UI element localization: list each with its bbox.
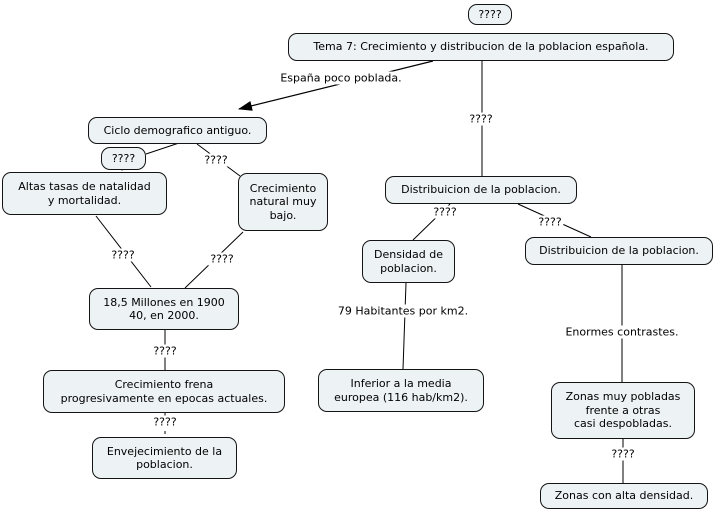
link-label-q-dist-dist2[interactable]: ???? <box>536 215 564 229</box>
node-inferior-media[interactable]: Inferior a la media europea (116 hab/km2… <box>318 369 484 412</box>
link-label-habitantes-km2[interactable]: 79 Habitantes por km2. <box>335 304 471 318</box>
connector-densidad-inferior <box>402 282 407 370</box>
node-densidad[interactable]: Densidad de poblacion. <box>362 240 455 283</box>
node-distribucion-2[interactable]: Distribuicion de la poblacion. <box>525 237 713 265</box>
link-label-enormes-contrastes[interactable]: Enormes contrastes. <box>563 325 681 339</box>
node-ciclo-demografico[interactable]: Ciclo demografico antiguo. <box>88 117 267 144</box>
link-label-q-altas-millones[interactable]: ???? <box>109 248 137 262</box>
node-crecimiento-frena[interactable]: Crecimiento frena progresivamente en epo… <box>43 370 285 413</box>
node-unknown-top[interactable]: ???? <box>468 4 512 25</box>
node-crecimiento-natural[interactable]: Crecimiento natural muy bajo. <box>238 173 328 231</box>
connector-tema7-ciclo-arrow <box>238 60 434 111</box>
link-label-q-millones-frena[interactable]: ???? <box>151 344 179 358</box>
link-label-espana-poco-poblada[interactable]: España poco poblada. <box>278 71 404 85</box>
node-zonas-contraste[interactable]: Zonas muy pobladas frente a otras casi d… <box>551 382 695 439</box>
node-tema7-title[interactable]: Tema 7: Crecimiento y distribucion de la… <box>288 33 674 61</box>
link-label-q-natural-millones[interactable]: ???? <box>208 252 236 266</box>
node-altas-tasas[interactable]: Altas tasas de natalidad y mortalidad. <box>2 172 167 215</box>
node-unknown-small[interactable]: ???? <box>101 147 146 170</box>
link-label-q-ciclo-natural[interactable]: ???? <box>202 153 230 167</box>
link-label-q-dist-densidad[interactable]: ???? <box>431 205 459 219</box>
link-label-q-frena-envejecimiento[interactable]: ???? <box>151 415 179 429</box>
node-zonas-alta-densidad[interactable]: Zonas con alta densidad. <box>540 483 708 509</box>
node-distribucion-1[interactable]: Distribuicion de la poblacion. <box>385 176 577 204</box>
link-label-q-tema-distribucion[interactable]: ???? <box>467 112 495 126</box>
link-label-q-zonas-alta[interactable]: ???? <box>609 447 637 461</box>
node-millones[interactable]: 18,5 Millones en 1900 40, en 2000. <box>89 288 239 330</box>
connector-ciclo-unknown-small <box>145 142 180 155</box>
node-envejecimiento[interactable]: Envejecimiento de la poblacion. <box>92 437 237 479</box>
